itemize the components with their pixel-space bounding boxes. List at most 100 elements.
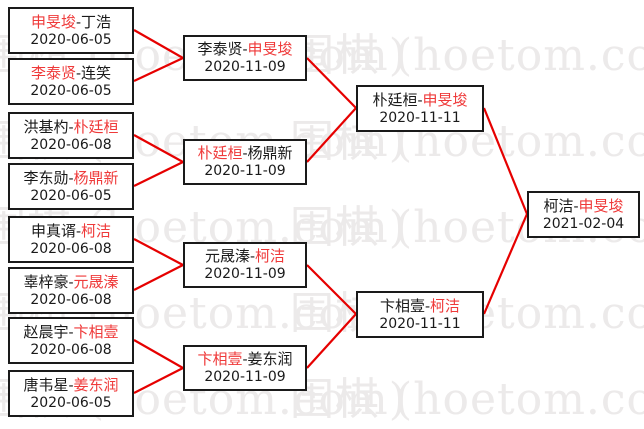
match-players: 唐韦星-姜东润 xyxy=(23,376,118,395)
watermark-text: 围棋 (hoetom.com) xyxy=(290,374,644,425)
match-date: 2020-11-09 xyxy=(204,266,286,282)
connector-line xyxy=(133,264,184,291)
player-separator: - xyxy=(68,117,74,136)
connector-line xyxy=(133,29,184,59)
player-separator: - xyxy=(68,322,74,341)
player-right: 姜东润 xyxy=(73,375,119,394)
player-right: 杨鼎新 xyxy=(247,144,293,162)
player-left: 朴廷桓 xyxy=(372,90,418,109)
match-players: 元晟溱-柯洁 xyxy=(205,247,285,266)
connector-line xyxy=(133,339,184,369)
player-left: 卞相壹 xyxy=(197,350,243,368)
player-left: 赵晨宇 xyxy=(23,322,69,341)
player-right: 杨鼎新 xyxy=(73,168,119,187)
match-date: 2020-06-08 xyxy=(30,341,112,358)
player-right: 卞相壹 xyxy=(73,322,119,341)
player-right: 姜东润 xyxy=(247,350,293,368)
player-right: 丁浩 xyxy=(81,12,112,31)
player-right: 柯洁 xyxy=(430,296,461,315)
match-date: 2020-06-08 xyxy=(30,291,112,308)
match-date: 2020-06-05 xyxy=(30,394,112,411)
match-date: 2020-06-05 xyxy=(30,82,112,99)
player-left: 申真谞 xyxy=(30,221,76,240)
player-separator: - xyxy=(242,40,248,58)
player-separator: - xyxy=(75,221,82,240)
player-left: 申旻埈 xyxy=(30,12,76,31)
player-left: 李泰贤 xyxy=(30,63,76,82)
match-date: 2020-06-05 xyxy=(30,187,112,204)
player-separator: - xyxy=(242,350,248,368)
connector-line xyxy=(482,107,529,215)
connector-line xyxy=(306,264,357,315)
match-date: 2020-11-11 xyxy=(379,109,461,126)
player-right: 元晟溱 xyxy=(73,272,119,291)
match-date: 2020-06-05 xyxy=(30,31,112,48)
player-separator: - xyxy=(68,375,74,394)
match-date: 2020-11-11 xyxy=(379,315,461,332)
player-right: 连笑 xyxy=(81,63,112,82)
player-separator: - xyxy=(68,168,74,187)
connector-line xyxy=(133,57,184,82)
player-left: 柯洁 xyxy=(543,196,574,215)
player-right: 朴廷桓 xyxy=(73,117,119,136)
match-players: 朴廷桓-申旻埈 xyxy=(372,91,467,110)
player-right: 柯洁 xyxy=(255,247,286,265)
match-players: 李泰贤-申旻埈 xyxy=(197,40,292,59)
player-separator: - xyxy=(417,90,423,109)
player-left: 元晟溱 xyxy=(204,247,250,265)
match-date: 2020-11-09 xyxy=(204,163,286,179)
player-left: 唐韦星 xyxy=(23,375,69,394)
player-separator: - xyxy=(68,272,74,291)
connector-line xyxy=(306,57,357,109)
match-date: 2020-11-09 xyxy=(204,59,286,75)
connector-line xyxy=(133,367,184,394)
match-players: 申真谞-柯洁 xyxy=(31,222,111,241)
player-left: 洪基杓 xyxy=(23,117,69,136)
player-separator: - xyxy=(573,196,579,215)
match-date: 2020-06-08 xyxy=(30,136,112,153)
match-date: 2020-11-09 xyxy=(204,369,286,385)
player-left: 李东勋 xyxy=(23,168,69,187)
connector-line xyxy=(133,161,184,187)
player-separator: - xyxy=(75,63,82,82)
player-separator: - xyxy=(249,247,256,265)
connector-line xyxy=(133,134,184,163)
player-left: 李泰贤 xyxy=(197,40,243,58)
connector-line xyxy=(306,107,357,163)
player-left: 辜梓豪 xyxy=(23,272,69,291)
player-right: 柯洁 xyxy=(81,221,112,240)
connector-line xyxy=(306,313,357,369)
player-right: 申旻埈 xyxy=(578,196,624,215)
player-separator: - xyxy=(424,296,431,315)
match-date: 2020-06-08 xyxy=(30,240,112,257)
match-players: 柯洁-申旻埈 xyxy=(543,197,623,216)
match-players: 李东勋-杨鼎新 xyxy=(23,169,118,188)
match-players: 辜梓豪-元晟溱 xyxy=(23,273,118,292)
player-separator: - xyxy=(242,144,248,162)
match-players: 李泰贤-连笑 xyxy=(31,64,111,83)
player-right: 申旻埈 xyxy=(422,90,468,109)
match-players: 卞相壹-柯洁 xyxy=(380,297,460,316)
player-left: 朴廷桓 xyxy=(197,144,243,162)
player-left: 卞相壹 xyxy=(379,296,425,315)
match-players: 赵晨宇-卞相壹 xyxy=(23,323,118,342)
player-separator: - xyxy=(75,12,82,31)
match-players: 朴廷桓-杨鼎新 xyxy=(197,144,292,163)
connector-line xyxy=(133,238,184,266)
